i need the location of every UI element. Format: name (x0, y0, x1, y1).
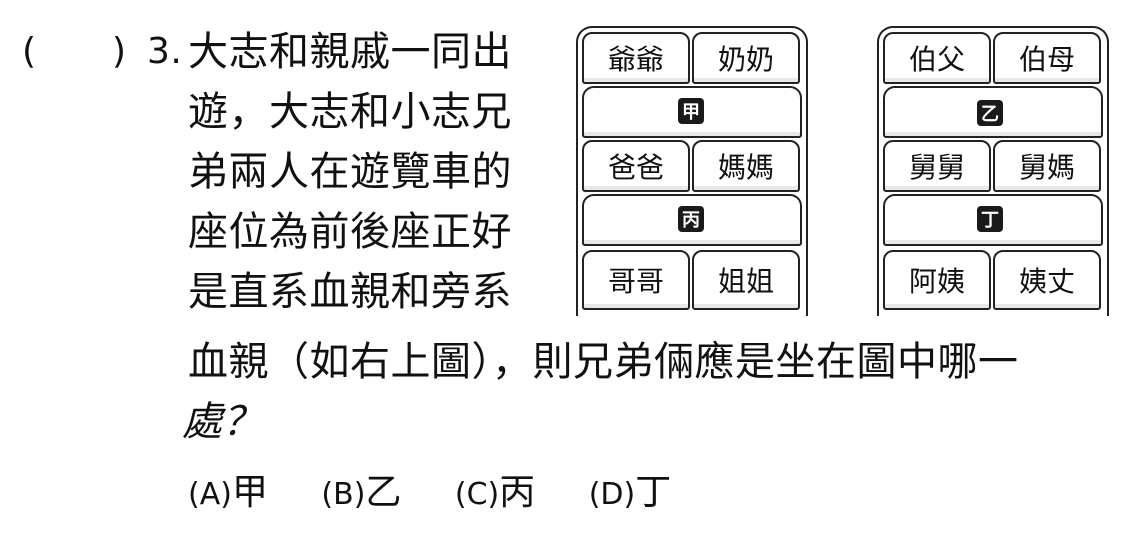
question-line-4: 座位為前後座正好 (188, 209, 512, 255)
question-number: 3. (147, 31, 183, 72)
question-line-2: 遊，大志和小志兄 (188, 89, 512, 135)
seat-aunt-maternal-2: 阿姨 (883, 250, 991, 310)
seat-uncle-paternal: 伯父 (883, 32, 991, 84)
option-a[interactable]: (A)甲 (188, 472, 268, 513)
seat-aunt-paternal: 伯母 (993, 32, 1101, 84)
marker-bing: 丙 (678, 206, 704, 232)
question-line-6: 血親（如右上圖），則兄弟倆應是坐在圖中哪一 (188, 339, 1019, 385)
seat-uncle-maternal: 舅舅 (883, 140, 991, 192)
right-bus-diagram: 伯父 伯母 乙 舅舅 舅媽 丁 阿姨 姨丈 (877, 26, 1109, 316)
seat-dad: 爸爸 (582, 140, 690, 192)
marker-ding: 丁 (977, 206, 1003, 232)
answer-paren-close: ) (112, 31, 127, 72)
question-line-1: 大志和親戚一同出 (188, 29, 512, 75)
option-b[interactable]: (B)乙 (321, 472, 402, 513)
question-line-3: 弟兩人在遊覽車的 (188, 149, 512, 195)
question-line-7: 處？ (182, 399, 263, 445)
seat-uncle-by-marriage: 姨丈 (993, 250, 1101, 310)
option-d[interactable]: (D)丁 (588, 472, 672, 513)
left-bus-diagram: 爺爺 奶奶 甲 爸爸 媽媽 丙 哥哥 姐姐 (576, 26, 808, 316)
answer-options: (A)甲 (B)乙 (C)丙 (D)丁 (188, 463, 713, 515)
seat-grandma: 奶奶 (692, 32, 800, 84)
seat-older-sister: 姐姐 (692, 250, 800, 310)
seat-row-jia (582, 86, 802, 138)
seat-mom: 媽媽 (692, 140, 800, 192)
question-line-5: 是直系血親和旁系 (188, 269, 512, 315)
option-c[interactable]: (C)丙 (454, 472, 536, 513)
seat-older-brother: 哥哥 (582, 250, 690, 310)
seat-grandpa: 爺爺 (582, 32, 690, 84)
marker-jia: 甲 (678, 98, 704, 124)
seat-aunt-maternal: 舅媽 (993, 140, 1101, 192)
answer-paren-open: ( (22, 31, 37, 72)
marker-yi: 乙 (977, 100, 1003, 126)
